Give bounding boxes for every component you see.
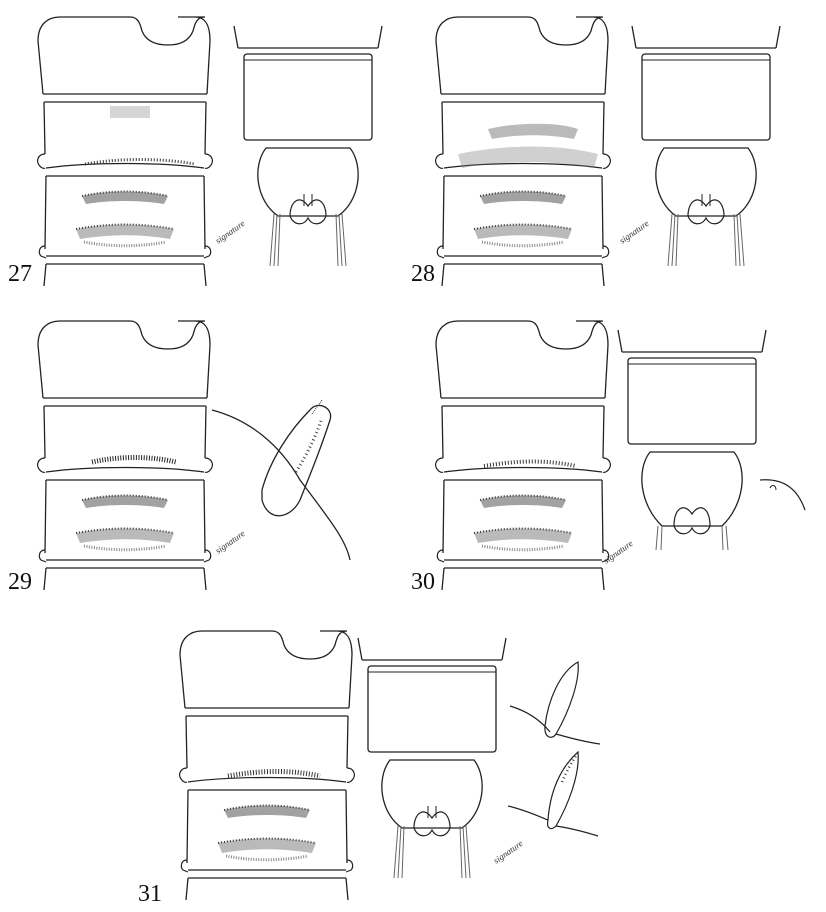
figure-27-signature: signature	[213, 218, 246, 246]
figure-28-signature: signature	[617, 218, 650, 246]
figure-31-process-lower	[507, 750, 599, 837]
figure-27-ventral	[36, 15, 214, 288]
figure-30-ventral	[434, 319, 612, 592]
figure-31-ventral	[178, 629, 356, 902]
figure-29-signature: signature	[213, 528, 246, 556]
figure-30-small-process	[769, 485, 777, 491]
figure-31-process-upper	[509, 661, 601, 745]
figure-28-terminalia	[631, 25, 781, 267]
figure-31-terminalia	[357, 637, 507, 879]
figure-label-31: 31	[138, 881, 162, 907]
figure-30-terminalia	[617, 329, 767, 551]
figure-label-29: 29	[8, 569, 32, 595]
figure-30-cuticle-curve	[759, 479, 806, 511]
figure-28-ventral	[434, 15, 612, 288]
figure-27-terminalia	[233, 25, 383, 267]
figure-label-30: 30	[411, 569, 435, 595]
figure-29-process	[211, 399, 351, 561]
figure-29-ventral	[36, 319, 214, 592]
figure-31-signature: signature	[491, 838, 524, 866]
figure-30-signature: signature	[601, 538, 634, 566]
figure-label-27: 27	[8, 261, 32, 287]
figure-label-28: 28	[411, 261, 435, 287]
